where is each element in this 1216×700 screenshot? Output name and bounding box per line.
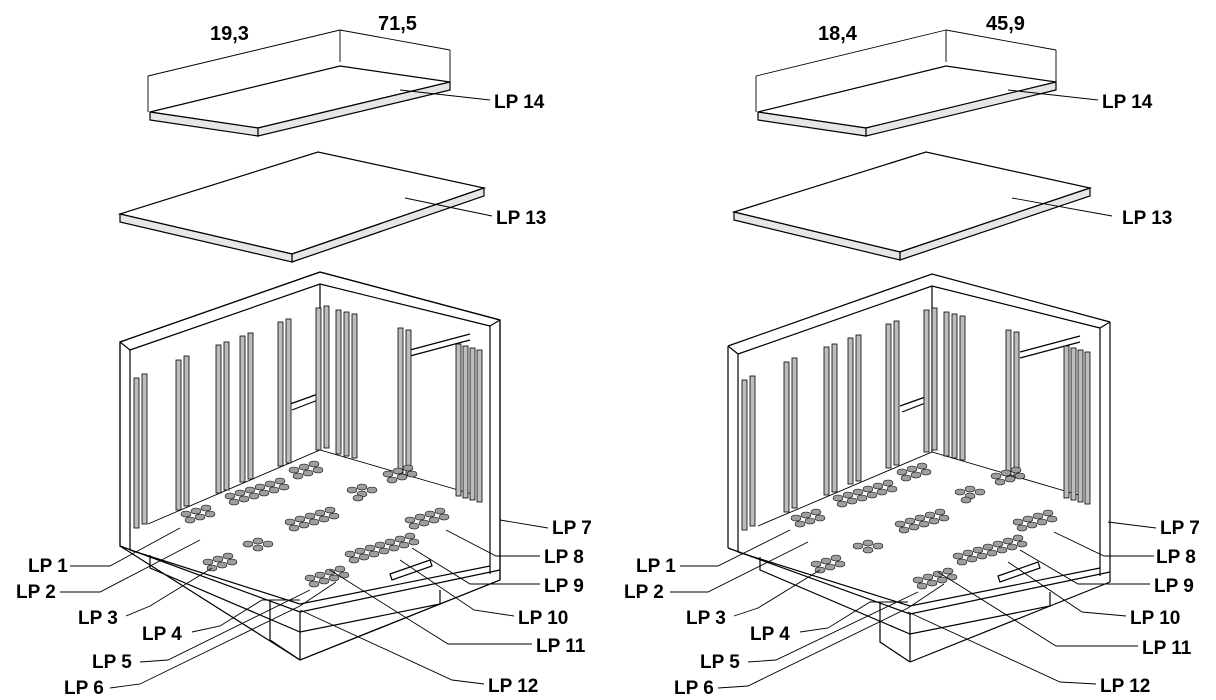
dimension-depth: 71,5: [378, 13, 417, 35]
label-lp5: LP 5: [700, 652, 740, 673]
label-lp8: LP 8: [544, 547, 584, 568]
label-lp4: LP 4: [750, 624, 790, 645]
label-lp9: LP 9: [544, 576, 584, 597]
label-lp10: LP 10: [518, 608, 568, 629]
label-lp2: LP 2: [16, 582, 56, 603]
label-lp7: LP 7: [1160, 518, 1200, 539]
assembly-left: 19,3 71,5 LP 14 LP 13: [16, 13, 592, 699]
label-lp14: LP 14: [494, 92, 545, 113]
floor-pegs: [790, 462, 1058, 590]
dimension-depth: 45,9: [986, 13, 1025, 35]
panel-lp13: [117, 151, 487, 263]
label-lp4: LP 4: [142, 624, 182, 645]
panel-lp14: [149, 65, 451, 137]
dimension-width: 19,3: [210, 23, 249, 45]
label-lp11: LP 11: [536, 636, 586, 657]
floor-pegs: [180, 460, 450, 588]
leader-lines: [670, 521, 1157, 689]
label-lp12: LP 12: [1100, 676, 1150, 697]
label-lp14: LP 14: [1102, 92, 1153, 113]
box-body: [727, 273, 1111, 663]
label-lp3: LP 3: [78, 608, 118, 629]
label-lp8: LP 8: [1156, 547, 1196, 568]
panel-lp14: [757, 65, 1057, 137]
panel-lp13: [731, 151, 1093, 261]
assembly-right: 18,4 45,9 LP 14 LP 13: [624, 13, 1200, 699]
label-lp13: LP 13: [496, 208, 546, 229]
dimension-width: 18,4: [818, 23, 858, 45]
label-lp5: LP 5: [92, 652, 132, 673]
label-lp9: LP 9: [1154, 576, 1194, 597]
dimension-lines: [147, 29, 451, 112]
label-lp12: LP 12: [488, 676, 538, 697]
label-lp1: LP 1: [636, 556, 676, 577]
leader-lines: [60, 519, 549, 689]
dimension-lines: [755, 29, 1057, 112]
label-lp2: LP 2: [624, 582, 664, 603]
label-lp10: LP 10: [1130, 608, 1180, 629]
label-lp3: LP 3: [686, 608, 726, 629]
label-lp6: LP 6: [64, 678, 104, 699]
vertical-posts: [133, 305, 483, 529]
label-lp7: LP 7: [552, 518, 592, 539]
label-lp1: LP 1: [28, 556, 68, 577]
label-lp6: LP 6: [674, 678, 714, 699]
label-lp13: LP 13: [1122, 208, 1172, 229]
label-lp11: LP 11: [1142, 638, 1192, 659]
vertical-posts: [741, 307, 1091, 531]
